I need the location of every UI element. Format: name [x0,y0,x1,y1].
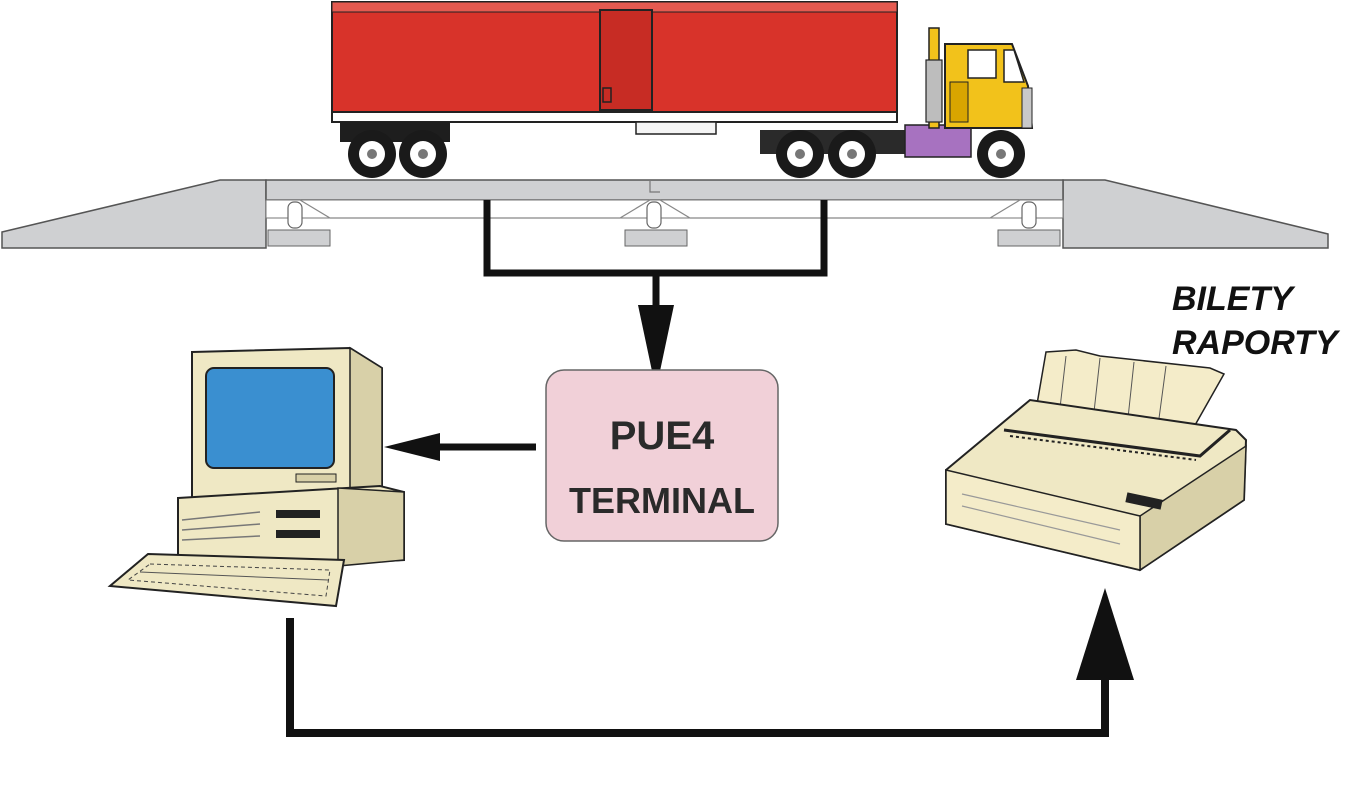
terminal-to-computer-connector [384,433,536,461]
output-label-line-2: RAPORTY [1172,324,1341,362]
truck-icon [331,1,1034,178]
arrow-up-icon [1076,588,1134,680]
computer-to-printer-connector [286,588,1134,737]
arrow-down-icon [638,305,674,390]
scale-to-terminal-connector [483,200,828,390]
printer-output-label: BILETY RAPORTY [1172,280,1341,362]
terminal-label: TERMINAL [569,480,755,521]
printer-icon [945,349,1248,572]
scale-platform-icon [1,179,1329,249]
output-label-line-1: BILETY [1172,280,1296,318]
terminal-box: PUE4 TERMINAL [545,369,779,542]
terminal-model-label: PUE4 [610,414,715,458]
arrow-left-icon [384,433,440,461]
computer-icon [107,346,405,608]
